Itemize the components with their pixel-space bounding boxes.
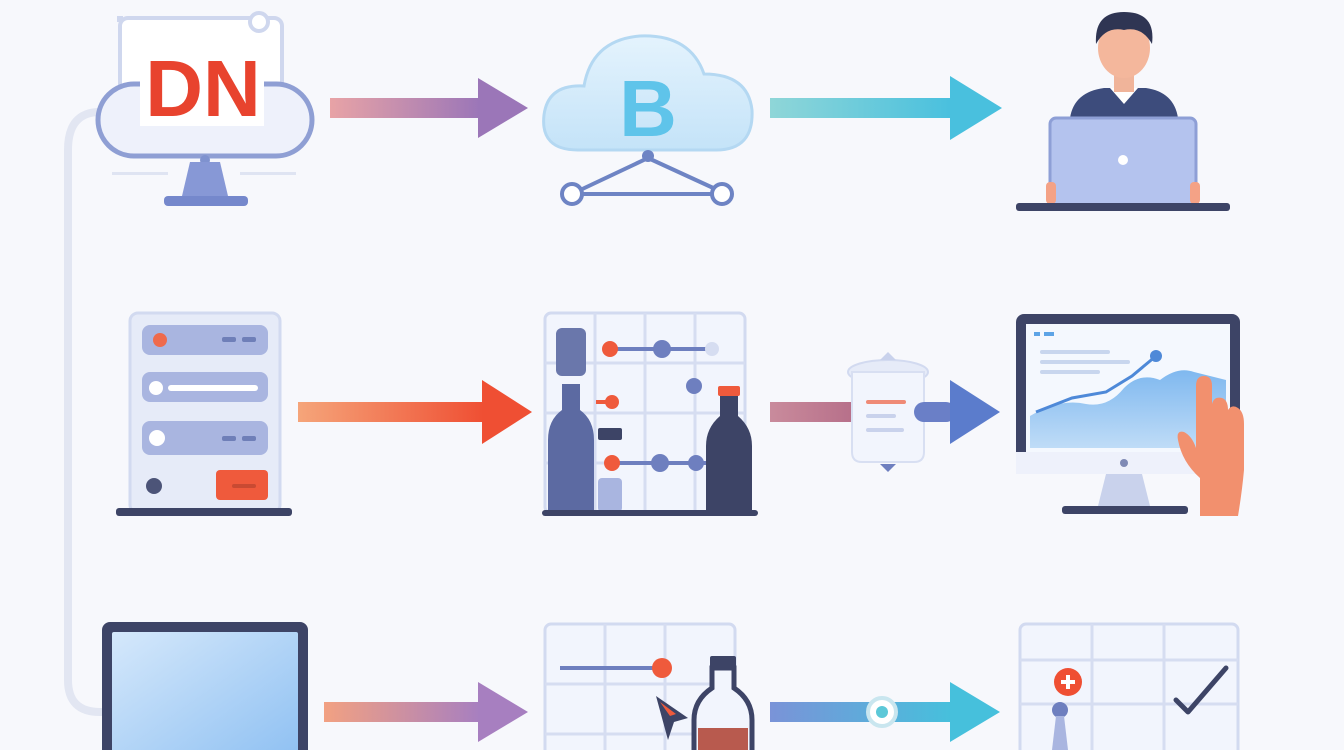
arrow-cloud-to-user xyxy=(770,76,1002,140)
desktop-monitor-icon: DN xyxy=(95,11,315,206)
arrow-server-to-analytics xyxy=(298,380,532,444)
laptop-icon xyxy=(102,622,308,750)
arrow-laptop-to-grid xyxy=(324,682,528,742)
person-laptop-icon xyxy=(1016,12,1230,211)
arrow-desktop-to-cloud xyxy=(330,78,528,138)
checklist-grid-icon xyxy=(1018,622,1240,750)
side-connector-line xyxy=(64,108,112,716)
source-logo-text: DN xyxy=(145,44,261,133)
grid-bottle-icon xyxy=(543,622,755,750)
document-filter-icon xyxy=(847,352,1000,472)
analytics-grid-icon xyxy=(542,311,758,516)
server-rack-icon xyxy=(116,311,292,516)
arrow-analytics-to-filter xyxy=(770,402,852,422)
dashboard-monitor-icon xyxy=(1016,314,1244,516)
cloud-service-text: B xyxy=(619,64,677,153)
arrow-grid-to-checklist xyxy=(770,682,1000,742)
cloud-network-icon: B xyxy=(542,34,754,206)
